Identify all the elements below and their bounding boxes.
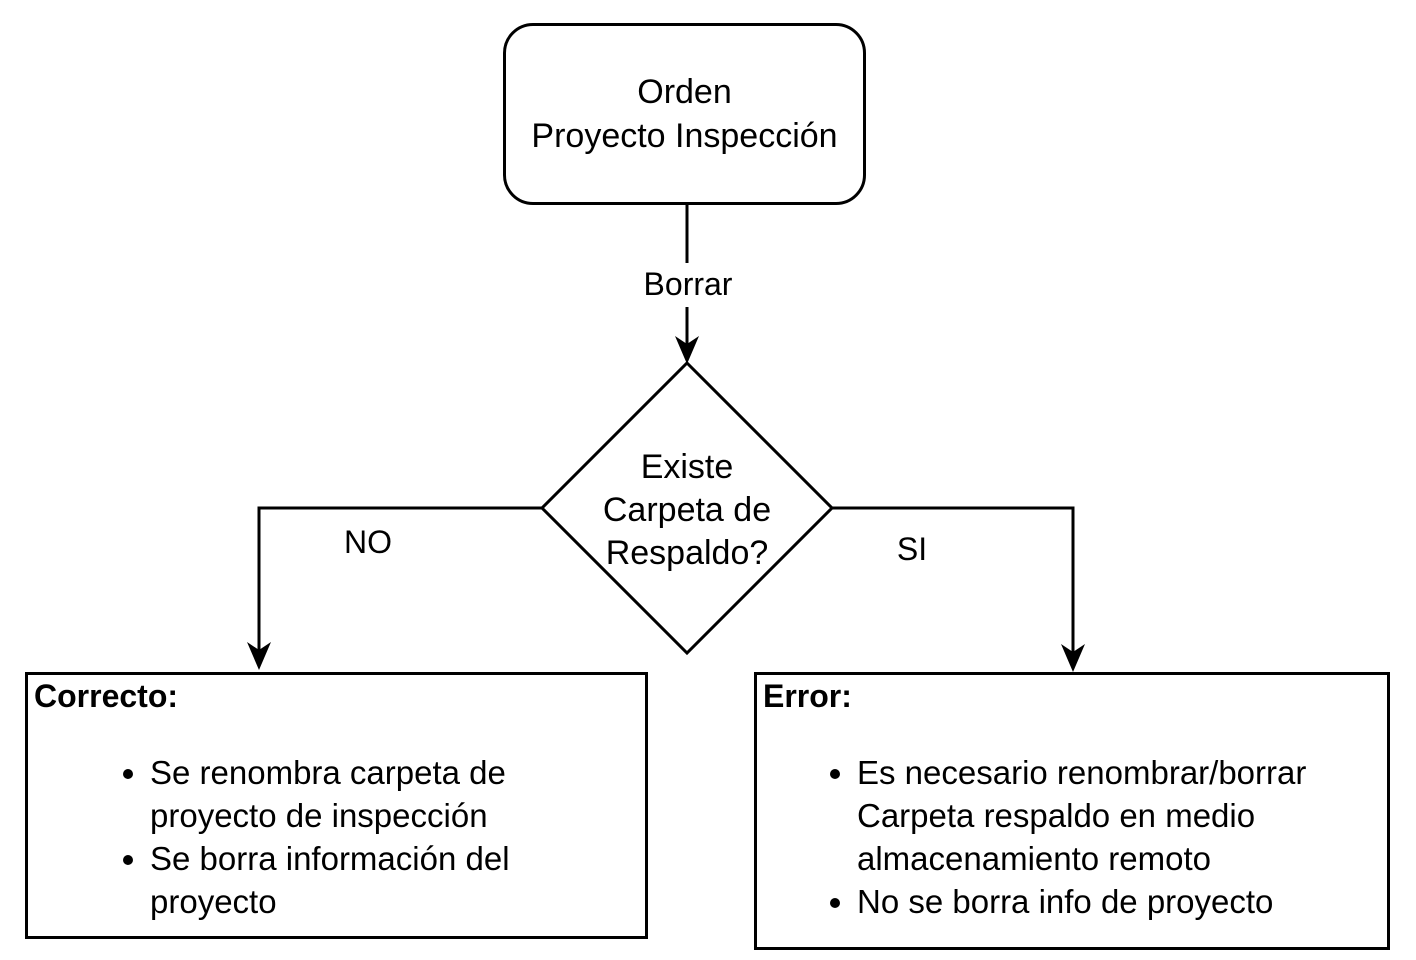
error-outcome-box: Error: Es necesario renombrar/borrar Car… [754, 672, 1390, 950]
decision-line3: Respaldo? [605, 534, 769, 572]
start-node: Orden Proyecto Inspección [503, 23, 866, 205]
correcto-bullet-list: Se renombra carpeta de proyecto de inspe… [28, 751, 645, 923]
error-bullet-list: Es necesario renombrar/borrar Carpeta re… [757, 751, 1387, 923]
decision-line1: Existe [640, 448, 734, 486]
correcto-bullet-item: Se borra información del proyecto [150, 837, 570, 923]
arrowhead-into-error-icon [1061, 644, 1085, 672]
branch-label-yes: SI [896, 531, 928, 567]
decision-diamond-shape [539, 360, 835, 656]
error-bullet-item: Es necesario renombrar/borrar Carpeta re… [857, 751, 1397, 880]
arrowhead-into-decision-icon [675, 336, 699, 364]
correcto-outcome-box: Correcto: Se renombra carpeta de proyect… [25, 672, 648, 939]
decision-node-label: Existe Carpeta de Respaldo? [527, 446, 847, 575]
error-bullet-item: No se borra info de proyecto [857, 880, 1397, 923]
edge-decision-to-correcto [257, 506, 542, 650]
error-box-title: Error: [763, 678, 852, 714]
edge-label-borrar: Borrar [639, 266, 737, 302]
start-node-line1: Orden [637, 73, 732, 111]
branch-label-no: NO [344, 524, 392, 560]
start-node-line2: Proyecto Inspección [531, 117, 838, 155]
correcto-box-title: Correcto: [34, 678, 179, 714]
arrowhead-into-correcto-icon [247, 642, 271, 670]
edge-decision-to-error [832, 506, 1075, 652]
correcto-bullet-item: Se renombra carpeta de proyecto de inspe… [150, 751, 570, 837]
decision-line2: Carpeta de [602, 491, 772, 529]
